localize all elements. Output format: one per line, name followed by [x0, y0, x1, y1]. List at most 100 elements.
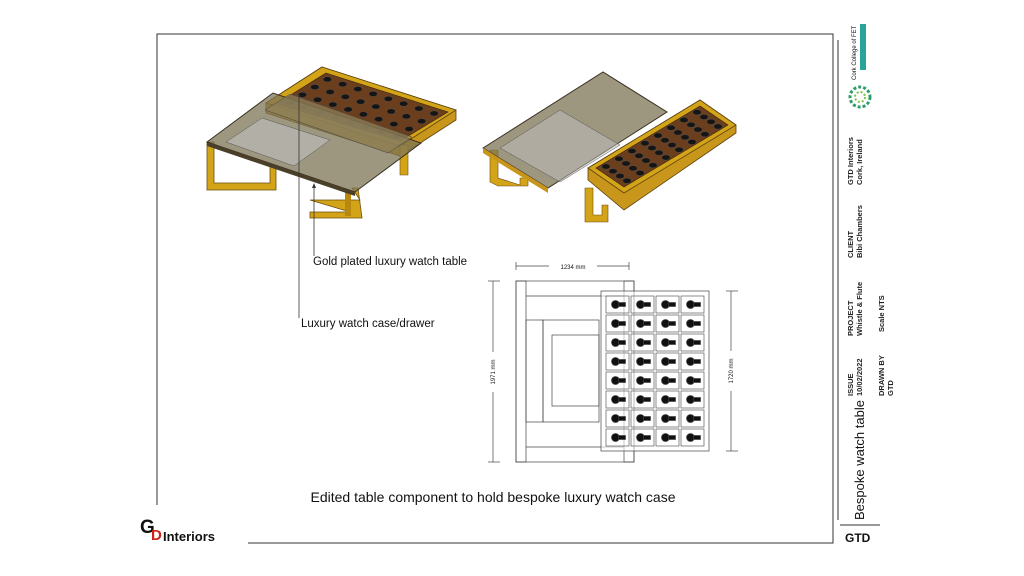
watch-slot — [686, 121, 696, 128]
watch-slot — [325, 89, 335, 95]
svg-text:Interiors: Interiors — [163, 529, 215, 544]
sheet-frame — [156, 33, 880, 544]
svg-text:Cork College of FET: Cork College of FET — [852, 25, 858, 80]
watch-slot — [713, 123, 723, 130]
watch-slot — [358, 111, 368, 118]
college-logo: Cork College of FET — [848, 24, 872, 109]
watch-slot — [630, 390, 655, 409]
watch-slot — [654, 149, 664, 156]
watch-slot — [322, 76, 332, 83]
watch-slot — [614, 155, 624, 162]
watch-slot — [641, 157, 651, 164]
issue-label: ISSUE — [846, 373, 855, 396]
watch-slot — [429, 110, 439, 117]
watch-slot — [679, 117, 689, 123]
watch-slot — [680, 314, 705, 333]
watch-slot — [374, 116, 384, 122]
watch-slot — [687, 139, 697, 145]
watch-slot — [655, 333, 680, 352]
isometric-view-open — [482, 71, 737, 223]
client-label: CLIENT — [846, 231, 855, 259]
watch-slot — [605, 428, 630, 447]
watch-slot — [404, 126, 414, 132]
watch-slot — [343, 106, 353, 113]
watch-slot — [340, 94, 350, 100]
watch-slot — [368, 91, 378, 97]
callout-table: Gold plated luxury watch table — [313, 256, 467, 268]
callout-case: Luxury watch case/drawer — [301, 318, 435, 330]
drawn-by-label: DRAWN BY — [877, 355, 886, 396]
watch-slot — [630, 428, 655, 447]
scale: Scale NTS — [877, 295, 886, 332]
watch-slot — [383, 96, 393, 102]
watch-slot — [674, 146, 684, 153]
watch-slot — [680, 428, 705, 447]
watch-slot — [661, 154, 671, 161]
watch-slot — [640, 140, 650, 147]
watch-slot — [401, 113, 411, 120]
watch-slot — [667, 142, 677, 148]
watch-slot — [353, 86, 363, 92]
svg-text:D: D — [151, 527, 162, 544]
watch-slot — [338, 81, 348, 87]
watch-slot — [655, 371, 680, 390]
client-name: Bibi Chambers — [855, 205, 864, 258]
watch-slot — [673, 129, 683, 136]
watch-slot — [680, 295, 705, 314]
drawing-title: Bespoke watch table — [852, 400, 867, 520]
watch-slot — [680, 371, 705, 390]
watch-slot — [655, 409, 680, 428]
watch-slot — [700, 131, 710, 138]
watch-slot — [680, 352, 705, 371]
watch-slot — [627, 148, 637, 154]
company-name: GTD Interiors — [846, 137, 855, 185]
isometric-view-closed — [205, 66, 457, 318]
watch-slot — [655, 314, 680, 333]
watch-slot — [648, 162, 658, 169]
gtd-interiors-logo: G D Interiors — [140, 517, 215, 544]
watch-slot — [692, 109, 702, 116]
watch-slot — [630, 333, 655, 352]
watch-slot — [706, 118, 716, 125]
watch-slot — [328, 101, 338, 108]
watch-slot — [605, 390, 630, 409]
plan-view — [488, 262, 738, 463]
watch-slot — [655, 295, 680, 314]
project-label: PROJECT — [846, 300, 855, 336]
watch-slot — [630, 314, 655, 333]
watch-slot — [605, 371, 630, 390]
watch-slot — [635, 170, 645, 176]
watch-slot — [630, 371, 655, 390]
watch-slot — [371, 103, 381, 110]
project-name: Whistle & Flute — [855, 282, 864, 336]
watch-slot — [310, 84, 320, 90]
watch-slot — [605, 333, 630, 352]
watch-slot — [297, 92, 307, 98]
drawn-by: GTD — [886, 380, 895, 396]
watch-slot — [621, 160, 631, 167]
watch-slot — [666, 124, 676, 131]
watch-slot — [622, 177, 632, 184]
watch-slot — [655, 352, 680, 371]
watch-slots-right-view — [601, 109, 723, 184]
watch-slot — [414, 105, 424, 112]
watch-slot — [313, 96, 323, 103]
watch-slot — [605, 314, 630, 333]
watch-slot — [660, 137, 670, 144]
watch-slot — [601, 163, 611, 170]
watch-slot — [399, 100, 409, 107]
dimension-case-length: 1720 mm — [729, 358, 735, 383]
watch-slot — [389, 121, 399, 127]
watch-slot — [634, 152, 644, 159]
watch-slot — [417, 118, 427, 124]
watch-slot — [605, 352, 630, 371]
dimension-length: 1971 mm — [491, 359, 497, 384]
watch-slot — [630, 352, 655, 371]
title-block-footer: GTD — [845, 531, 871, 545]
watch-slot — [647, 145, 657, 151]
svg-text:G: G — [140, 517, 155, 538]
watch-slot — [680, 390, 705, 409]
watch-slot — [628, 165, 638, 172]
watch-slot — [608, 168, 618, 175]
